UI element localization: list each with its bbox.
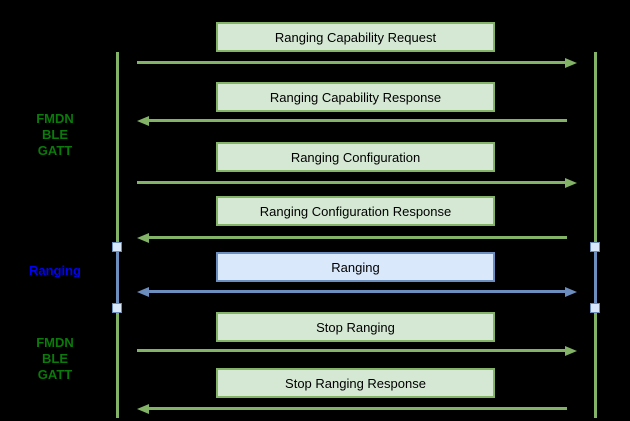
- message-arrow-right-icon: [137, 57, 577, 69]
- message-box-stop-ranging: Stop Ranging: [216, 312, 495, 342]
- side-label-line: BLE: [42, 351, 68, 366]
- right-lifeline: [594, 52, 597, 418]
- message-arrow-left-icon: [137, 403, 577, 415]
- side-label-line: GATT: [37, 143, 73, 158]
- ranging-activation-right-line: [594, 247, 597, 308]
- side-label-fmdn-ble-gatt-bottom: FMDN BLE GATT: [10, 335, 100, 383]
- activation-endpoint-square: [590, 242, 600, 252]
- message-box-ranging-configuration-response: Ranging Configuration Response: [216, 196, 495, 226]
- message-box-stop-ranging-response: Stop Ranging Response: [216, 368, 495, 398]
- activation-endpoint-square: [112, 242, 122, 252]
- arrowhead-left-icon: [137, 287, 149, 297]
- message-box-ranging-configuration: Ranging Configuration: [216, 142, 495, 172]
- arrowhead-right-icon: [565, 287, 577, 297]
- left-lifeline: [116, 52, 119, 418]
- side-label-line: GATT: [37, 367, 73, 382]
- side-label-fmdn-ble-gatt-top: FMDN BLE GATT: [10, 111, 100, 159]
- message-box-ranging: Ranging: [216, 252, 495, 282]
- arrowhead-left-icon: [137, 116, 149, 126]
- side-label-line: Ranging: [29, 263, 81, 278]
- message-arrow-right-icon: [137, 345, 577, 357]
- message-label: Ranging Capability Response: [269, 89, 442, 105]
- arrowhead-left-icon: [137, 404, 149, 414]
- message-box-ranging-capability-request: Ranging Capability Request: [216, 22, 495, 52]
- message-label: Ranging Capability Request: [274, 29, 437, 45]
- side-label-line: FMDN: [36, 335, 74, 350]
- side-label-line: FMDN: [36, 111, 74, 126]
- message-label: Stop Ranging: [316, 319, 395, 335]
- arrowhead-right-icon: [565, 346, 577, 356]
- message-arrow-left-icon: [137, 115, 577, 127]
- message-label: Ranging: [331, 259, 380, 275]
- activation-endpoint-square: [112, 303, 122, 313]
- message-arrow-bidirectional-icon: [137, 286, 577, 298]
- ranging-activation-left-line: [116, 247, 119, 308]
- message-label: Ranging Configuration: [290, 149, 421, 165]
- message-label: Stop Ranging Response: [285, 375, 426, 391]
- arrowhead-right-icon: [565, 178, 577, 188]
- message-arrow-right-icon: [137, 177, 577, 189]
- message-arrow-left-icon: [137, 232, 577, 244]
- activation-endpoint-square: [590, 303, 600, 313]
- arrowhead-right-icon: [565, 58, 577, 68]
- side-label-line: BLE: [42, 127, 68, 142]
- message-label: Ranging Configuration Response: [259, 203, 452, 219]
- message-box-ranging-capability-response: Ranging Capability Response: [216, 82, 495, 112]
- arrowhead-left-icon: [137, 233, 149, 243]
- side-label-ranging: Ranging: [10, 263, 100, 279]
